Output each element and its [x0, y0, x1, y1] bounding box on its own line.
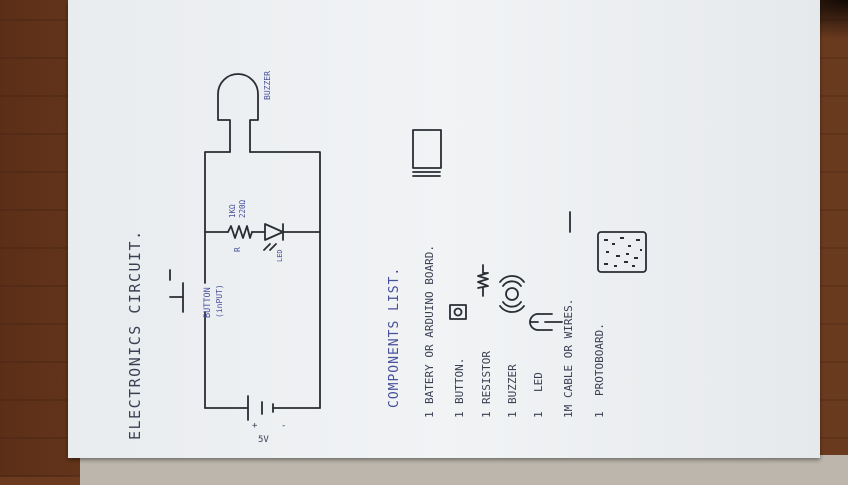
- notebook-page: [68, 0, 820, 458]
- battery-symbol: [247, 395, 274, 421]
- button-icon: [449, 304, 467, 320]
- component-name: BUZZER: [506, 364, 519, 404]
- component-name: BUTTON.: [453, 358, 466, 404]
- button-symbol: [169, 269, 184, 313]
- component-name: LED: [532, 372, 545, 392]
- button-sublabel: (inPUT): [215, 284, 224, 318]
- component-name: PROTOBOARD.: [593, 323, 606, 396]
- component-name: CABLE OR WIRES.: [562, 299, 575, 398]
- component-qty: 1: [480, 411, 493, 418]
- buzzer-label: BUZZER: [263, 71, 272, 100]
- resistor-label: R: [233, 247, 242, 252]
- component-qty: 1: [423, 411, 436, 418]
- components-list: 1 BATERY OR ARDUINO BOARD. 1 BUTTON. 1 R…: [423, 245, 606, 418]
- buzzer-icon: [499, 275, 525, 313]
- page-title: ELECTRONICS CIRCUIT.: [126, 229, 144, 440]
- components-heading: COMPONENTS LIST.: [387, 267, 402, 408]
- component-qty: 1: [532, 411, 545, 418]
- resistor-symbol: [227, 225, 253, 239]
- component-qty: 1: [593, 411, 606, 418]
- component-qty: 1: [506, 411, 519, 418]
- led-symbol: [263, 223, 284, 251]
- component-icons: [412, 129, 647, 331]
- component-name: BATERY OR ARDUINO BOARD.: [423, 245, 436, 404]
- minus-sign: -: [281, 421, 286, 431]
- resistor-icon: [477, 264, 489, 297]
- board-icon: [412, 129, 442, 177]
- voltage-label: 5V: [258, 435, 269, 445]
- buzzer-symbol: [217, 73, 259, 153]
- wire-segment: [204, 151, 231, 284]
- protoboard-icon: [597, 231, 647, 273]
- resistor-value2: 220Ω: [238, 199, 247, 218]
- button-label: BUTTON: [203, 287, 213, 318]
- component-qty: 1M: [562, 404, 575, 418]
- resistor-value: 1KΩ: [228, 204, 237, 218]
- led-label: LED: [276, 249, 284, 262]
- component-name: RESISTOR: [480, 351, 493, 404]
- circuit-diagram: [204, 151, 321, 409]
- wire-segment: [249, 151, 321, 409]
- led-icon: [529, 313, 563, 331]
- plus-sign: +: [252, 421, 258, 431]
- component-qty: 1: [453, 411, 466, 418]
